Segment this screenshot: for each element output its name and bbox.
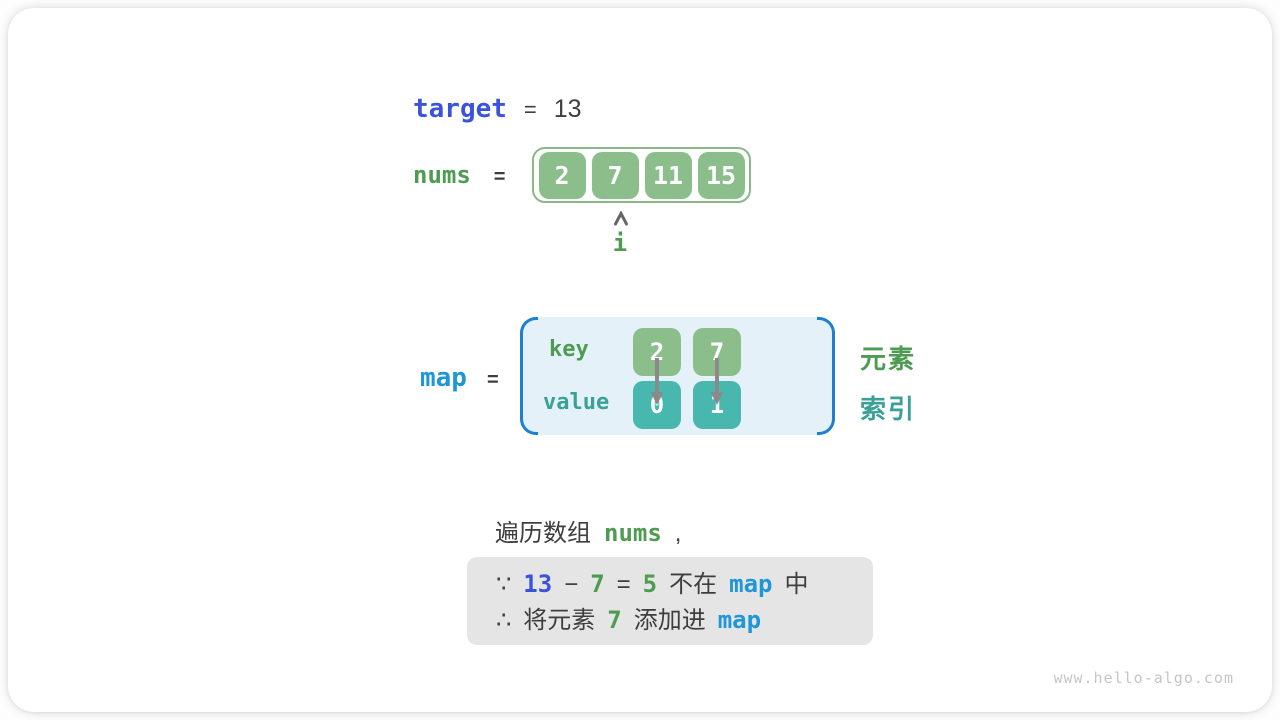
array-cell-3: 15 <box>697 151 745 199</box>
line2-code-map: map <box>717 606 762 634</box>
figure-card: target = 13 nums = 2 7 11 15 i map = <box>8 8 1272 712</box>
map-container: key value 2 7 0 1 <box>520 317 835 435</box>
caption-code-nums: nums <box>604 519 662 547</box>
nums-equals: = <box>493 166 506 188</box>
line2-num: 7 <box>607 606 622 634</box>
map-value-cell-1: 1 <box>693 381 741 429</box>
nums-array: 2 7 11 15 <box>532 147 751 203</box>
map-right-bracket <box>817 317 835 435</box>
conclusion-callout: ∵ 13 − 7 = 5 不在 map 中 ∴ 将元素 7 添加进 map <box>467 557 873 645</box>
array-cell-0: 2 <box>538 151 586 199</box>
nums-variable: nums <box>413 161 471 189</box>
because-symbol: ∵ <box>496 571 512 598</box>
target-row: target = 13 <box>413 94 582 124</box>
therefore-symbol: ∴ <box>496 607 512 634</box>
map-key-cell-0: 2 <box>633 328 681 376</box>
line2-text-add-into: 添加进 <box>633 607 706 634</box>
line1-equals: = <box>616 571 631 598</box>
line1-minus: − <box>564 571 579 598</box>
line1-result: 5 <box>642 570 658 598</box>
line1-code-map: map <box>729 570 773 598</box>
line1-text-not-in: 不在 <box>669 571 718 598</box>
map-left-bracket <box>520 317 538 435</box>
element-side-label: 元素 <box>860 344 917 374</box>
line1-text-in: 中 <box>784 571 809 598</box>
target-equals: = <box>523 97 537 122</box>
line2-text-add-element: 将元素 <box>523 607 596 634</box>
map-label: map = <box>420 363 499 393</box>
target-value: 13 <box>553 95 582 123</box>
caption-prefix: 遍历数组 <box>495 520 591 547</box>
array-cell-1: 7 <box>591 151 639 199</box>
map-value-cell-0: 0 <box>633 381 681 429</box>
map-key-label: key <box>549 337 589 362</box>
caption-line: 遍历数组 nums , <box>495 513 681 548</box>
nums-label: nums = <box>413 161 505 189</box>
conclusion-line-1: ∵ 13 − 7 = 5 不在 map 中 <box>496 568 873 601</box>
line1-target-value: 13 <box>523 570 553 598</box>
index-pointer-label: i <box>612 229 628 257</box>
conclusion-line-2: ∴ 将元素 7 添加进 map <box>496 604 873 637</box>
index-pointer-caret-icon <box>612 210 630 231</box>
target-variable: target <box>413 94 507 124</box>
map-key-cell-1: 7 <box>693 328 741 376</box>
watermark: www.hello-algo.com <box>1053 669 1234 687</box>
map-equals: = <box>486 369 499 391</box>
caption-comma: , <box>674 520 682 547</box>
line1-num: 7 <box>590 570 605 598</box>
map-variable: map <box>420 363 467 393</box>
map-value-label: value <box>543 390 610 415</box>
index-side-label: 索引 <box>860 394 917 424</box>
array-cell-2: 11 <box>644 151 692 199</box>
